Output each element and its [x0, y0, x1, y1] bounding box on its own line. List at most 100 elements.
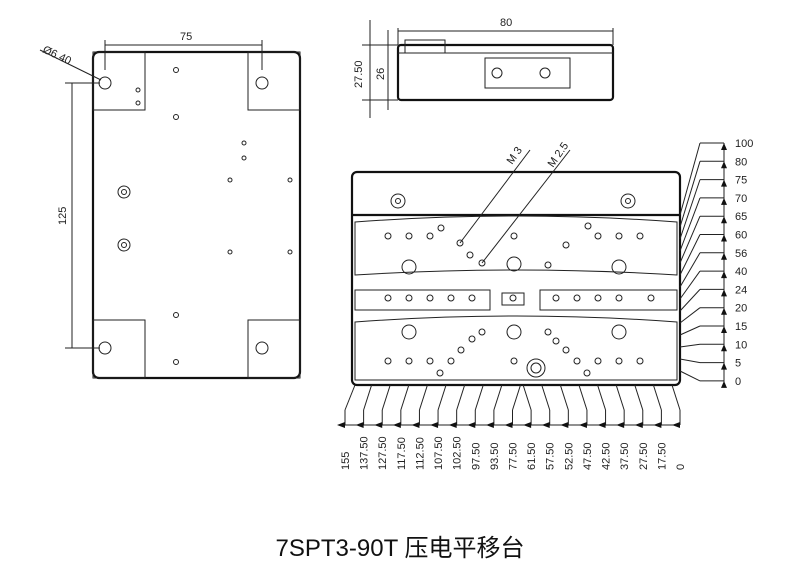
small-hole: [405, 232, 413, 240]
vertical-dim-label: 5: [735, 358, 741, 370]
front-holes: [390, 193, 636, 378]
horizontal-dim-label: 117.50: [396, 437, 408, 470]
small-hole: [615, 232, 623, 240]
small-hole: [583, 369, 591, 377]
horizontal-dim-label: 37.50: [619, 442, 631, 470]
small-hole: [405, 294, 413, 302]
dim-arrow: [392, 422, 401, 428]
dim-arrow: [578, 422, 587, 428]
dim-arrow: [504, 422, 513, 428]
small-hole: [405, 357, 413, 365]
plan-view: 75 125 Ø6.40: [39, 31, 302, 380]
thread-label-m3: M 3: [505, 145, 525, 167]
dim-arrow: [355, 422, 364, 428]
small-hole: [384, 294, 392, 302]
dim-arrow: [721, 362, 727, 370]
dim-arrow: [721, 179, 727, 187]
small-hole: [457, 346, 465, 354]
vertical-dim-label: 20: [735, 303, 747, 315]
plan-width-dim: 75: [180, 31, 192, 43]
horizontal-dim-label: 27.50: [638, 442, 650, 470]
horizontal-dim-label: 93.50: [489, 442, 501, 470]
dim-arrow: [597, 422, 606, 428]
small-hole: [594, 294, 602, 302]
horizontal-dim-label: 112.50: [414, 437, 426, 470]
small-hole: [384, 357, 392, 365]
dim-arrow: [721, 252, 727, 260]
small-hole: [468, 294, 476, 302]
dim-arrow: [721, 380, 727, 388]
vertical-dim-label: 40: [735, 266, 747, 278]
small-hole: [552, 294, 560, 302]
dim-arrow: [411, 422, 420, 428]
small-hole: [447, 357, 455, 365]
small-hole: [544, 261, 552, 269]
horizontal-dim-label: 57.50: [545, 442, 557, 470]
small-hole: [552, 337, 560, 345]
vertical-dim-label: 65: [735, 211, 747, 223]
small-hole: [636, 232, 644, 240]
small-hole: [615, 357, 623, 365]
dim-arrow: [721, 234, 727, 242]
vertical-dim-label: 56: [735, 248, 747, 260]
dim-arrow: [721, 197, 727, 205]
dim-arrow: [721, 143, 727, 150]
small-hole: [426, 294, 434, 302]
dim-arrow: [485, 422, 494, 428]
dim-arrow: [721, 161, 727, 169]
dim-arrow: [448, 422, 457, 428]
small-hole: [456, 239, 464, 247]
dim-arrow: [634, 422, 643, 428]
small-hole: [447, 294, 455, 302]
vertical-dim-label: 24: [735, 284, 747, 296]
small-hole: [615, 294, 623, 302]
small-hole: [426, 232, 434, 240]
dim-arrow: [721, 307, 727, 315]
small-hole: [573, 294, 581, 302]
horizontal-dim-label: 137.50: [359, 436, 371, 470]
mounting-holes: [98, 67, 293, 365]
horizontal-dim-label: 107.50: [433, 436, 445, 470]
horizontal-dim-label: 42.50: [601, 442, 613, 470]
small-hole: [647, 294, 655, 302]
thread-label-m2-5: M 2.5: [546, 140, 572, 169]
small-hole: [437, 224, 445, 232]
small-hole: [544, 328, 552, 336]
side-total-height-dim: 27.50: [353, 60, 365, 88]
dim-arrow: [721, 271, 727, 279]
dim-arrow: [721, 289, 727, 297]
horizontal-dim-label: 61.50: [526, 442, 538, 470]
vertical-dim-label: 15: [735, 321, 747, 333]
vertical-dim-label: 0: [735, 376, 741, 388]
horizontal-dim-label: 0: [675, 464, 687, 470]
vertical-dim-label: 70: [735, 193, 747, 205]
horizontal-dim-label: 127.50: [377, 436, 389, 470]
dim-arrow: [616, 422, 625, 428]
dim-arrow: [560, 422, 569, 428]
dim-arrow: [721, 216, 727, 224]
small-hole: [478, 328, 486, 336]
horizontal-dim-label: 155: [340, 452, 352, 470]
small-hole: [468, 335, 476, 343]
dim-arrow: [467, 422, 476, 428]
vertical-dim-label: 100: [735, 138, 753, 150]
small-hole: [478, 259, 486, 267]
vertical-dim-label: 80: [735, 156, 747, 168]
small-hole: [562, 241, 570, 249]
small-hole: [594, 357, 602, 365]
small-hole: [509, 294, 517, 302]
small-hole: [384, 232, 392, 240]
small-hole: [426, 357, 434, 365]
dim-arrow: [721, 326, 727, 333]
small-hole: [636, 357, 644, 365]
dim-arrow: [523, 422, 532, 428]
side-view: 80 27.50 26: [353, 17, 615, 118]
vertical-dim-label: 10: [735, 339, 747, 351]
horizontal-dim-label: 97.50: [470, 442, 482, 470]
dim-arrow: [672, 422, 680, 428]
dim-arrow: [430, 422, 439, 428]
dim-arrow: [653, 422, 662, 428]
side-body-height-dim: 26: [375, 68, 387, 80]
